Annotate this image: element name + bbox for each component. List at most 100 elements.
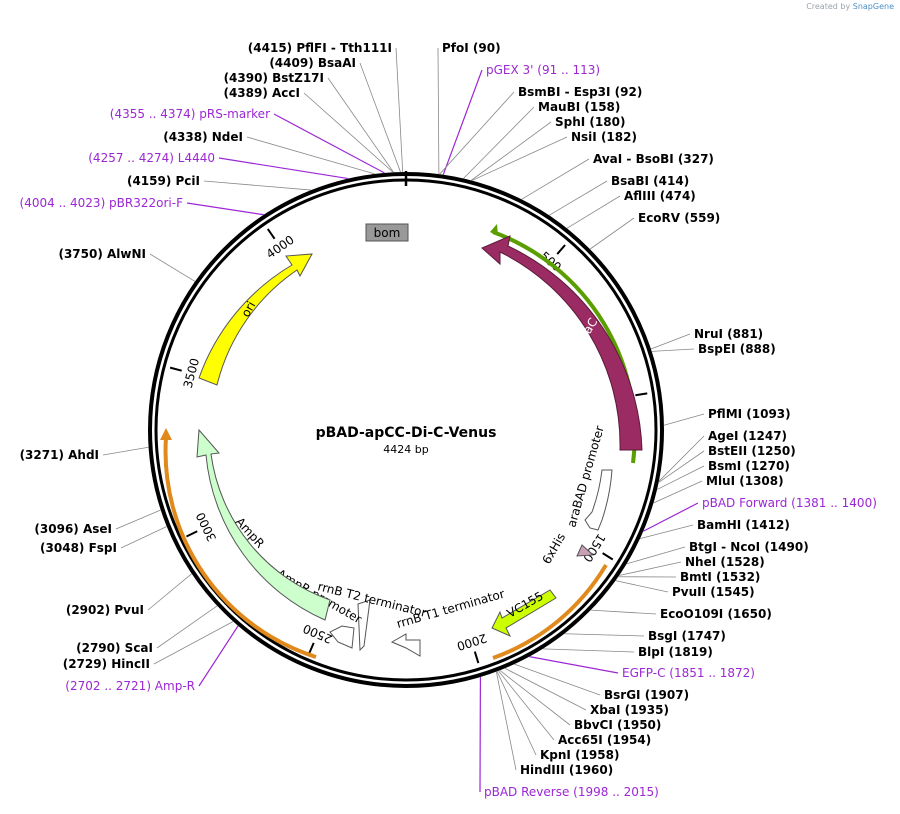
leader-line-hindiii [495, 671, 517, 771]
leader-line-pbr322 [186, 202, 264, 216]
site-label-nrui: NruI (881) [694, 327, 763, 341]
leader-line-bsaai [359, 62, 401, 173]
site-label-ndei: (4338) NdeI [163, 130, 243, 144]
site-label-pbr322: (4004 .. 4023) pBR322ori-F [20, 196, 184, 210]
site-label-hindiii: HindIII (1960) [520, 763, 613, 777]
tick-mark [186, 530, 198, 538]
leader-line-bspei [651, 348, 695, 352]
site-label-l4440: (4257 .. 4274) L4440 [88, 151, 215, 165]
leader-line-alwni [149, 253, 196, 282]
site-label-avai: AvaI - BsoBI (327) [593, 152, 714, 166]
snapgene-credit: Created by SnapGene [806, 2, 894, 11]
site-label-bmti: BmtI (1532) [680, 570, 760, 584]
site-label-pfoi: PfoI (90) [442, 41, 501, 55]
site-label-ecoo109i: EcoO109I (1650) [660, 607, 772, 621]
site-label-pflmi: PflMI (1093) [708, 407, 791, 421]
orange-region-arc-2 [163, 436, 317, 659]
leader-line-agei [658, 435, 705, 482]
leader-line-bsabi [548, 180, 608, 216]
tick-mark [266, 228, 276, 240]
leader-line-avai [521, 158, 590, 200]
site-label-acci: (4389) AccI [223, 86, 300, 100]
site-label-bsteii: BstEII (1250) [708, 444, 796, 458]
site-label-xbai: XbaI (1935) [590, 703, 669, 717]
site-label-acc65i: Acc65I (1954) [558, 733, 651, 747]
tick-label: 3500 [181, 357, 202, 390]
tick-mark [556, 244, 566, 255]
leader-line-pflmi [663, 413, 705, 426]
leader-line-bsmi [656, 465, 705, 490]
tick-mark [473, 651, 480, 664]
site-label-bamhi: BamHI (1412) [697, 518, 790, 532]
leader-line-bsteii [658, 450, 705, 483]
snapgene-logo: SnapGene [852, 2, 894, 11]
leader-line-asei [115, 509, 161, 530]
leader-line-ecorv [589, 217, 635, 250]
site-label-maubi: MauBI (158) [538, 100, 620, 114]
site-label-ampr-primer: (2702 .. 2721) Amp-R [65, 679, 195, 693]
leader-line-hincii [153, 621, 234, 665]
plasmid-name: pBAD-apCC-Di-C-Venus [316, 425, 497, 441]
leader-line-bsmbi [439, 91, 515, 175]
tick-mark [308, 642, 315, 655]
feature-bom: bom [365, 223, 409, 242]
site-label-bbvci: BbvCI (1950) [574, 718, 661, 732]
site-label-pbadfwd: pBAD Forward (1381 .. 1400) [702, 496, 877, 510]
site-label-sphi: SphI (180) [555, 115, 625, 129]
leader-line-egfpc [529, 656, 619, 674]
feature-rrnb-t2: rrnB T2 terminator [316, 579, 428, 652]
credit-prefix: Created by [806, 2, 851, 11]
site-label-bsmbi: BsmBI - Esp3I (92) [518, 85, 642, 99]
leader-line-nrui [650, 333, 691, 350]
leader-line-ampr-primer [198, 625, 239, 687]
leader-line-pvuii [615, 580, 669, 593]
tick-label: 3000 [193, 510, 219, 544]
site-label-egfpc: EGFP-C (1851 .. 1872) [622, 666, 755, 680]
site-label-nsii: NsiI (182) [571, 130, 637, 144]
site-label-pvui: (2902) PvuI [66, 603, 144, 617]
tick-label: 2000 [455, 631, 488, 653]
site-label-bsmi: BsmI (1270) [708, 459, 790, 473]
leader-line-sphi [471, 121, 552, 181]
leader-line-fspi [120, 526, 167, 549]
leader-line-pflfi [395, 47, 404, 173]
leader-line-blpi [542, 648, 635, 653]
leader-line-bsgi [564, 633, 645, 637]
leader-line-kpni [496, 671, 537, 756]
leader-line-ahdi [102, 446, 149, 456]
site-label-kpni: KpnI (1958) [540, 748, 619, 762]
feature-arac: araC [481, 235, 643, 451]
site-label-bsrgi: BsrGI (1907) [604, 688, 689, 702]
feature-arabad-promoter: araBAD promoter [564, 424, 613, 531]
site-label-nhei: NheI (1528) [685, 555, 765, 569]
tick-label: 2500 [301, 621, 335, 646]
site-label-ahdi: (3271) AhdI [20, 448, 99, 462]
site-label-bstz17i: (4390) BstZ17I [224, 71, 324, 85]
site-label-ecorv: EcoRV (559) [638, 211, 720, 225]
leader-line-bstz17i [327, 77, 394, 173]
leader-line-nhei [618, 561, 682, 576]
site-label-hincii: (2729) HincII [63, 657, 150, 671]
site-label-pgex3: pGEX 3' (91 .. 113) [486, 63, 600, 77]
site-label-pbadrev: pBAD Reverse (1998 .. 2015) [484, 785, 659, 799]
plasmid-size: 4424 bp [383, 443, 428, 456]
leader-line-ndei [246, 136, 375, 175]
site-label-pvuii: PvuII (1545) [672, 585, 755, 599]
site-label-bsabi: BsaBI (414) [611, 174, 689, 188]
leader-line-pbadfwd [643, 502, 699, 532]
site-label-scai: (2790) ScaI [76, 641, 153, 655]
leader-line-btgi [626, 546, 686, 565]
site-label-btgi: BtgI - NcoI (1490) [689, 540, 809, 554]
his-label: 6xHis [539, 531, 568, 567]
leader-line-acc65i [498, 670, 555, 741]
feature-6xhis: 6xHis [539, 531, 595, 567]
site-label-alwni: (3750) AlwNI [58, 247, 146, 261]
green-region-arrow [490, 224, 498, 236]
feature-ori: ori [198, 253, 313, 386]
site-label-pflfi: (4415) PflFI - Tth111I [248, 41, 392, 55]
bom-label: bom [374, 226, 401, 240]
site-label-mlui: MluI (1308) [706, 474, 784, 488]
leader-line-acci [303, 92, 394, 173]
site-label-blpi: BlpI (1819) [638, 645, 713, 659]
leader-line-l4440 [218, 157, 349, 180]
